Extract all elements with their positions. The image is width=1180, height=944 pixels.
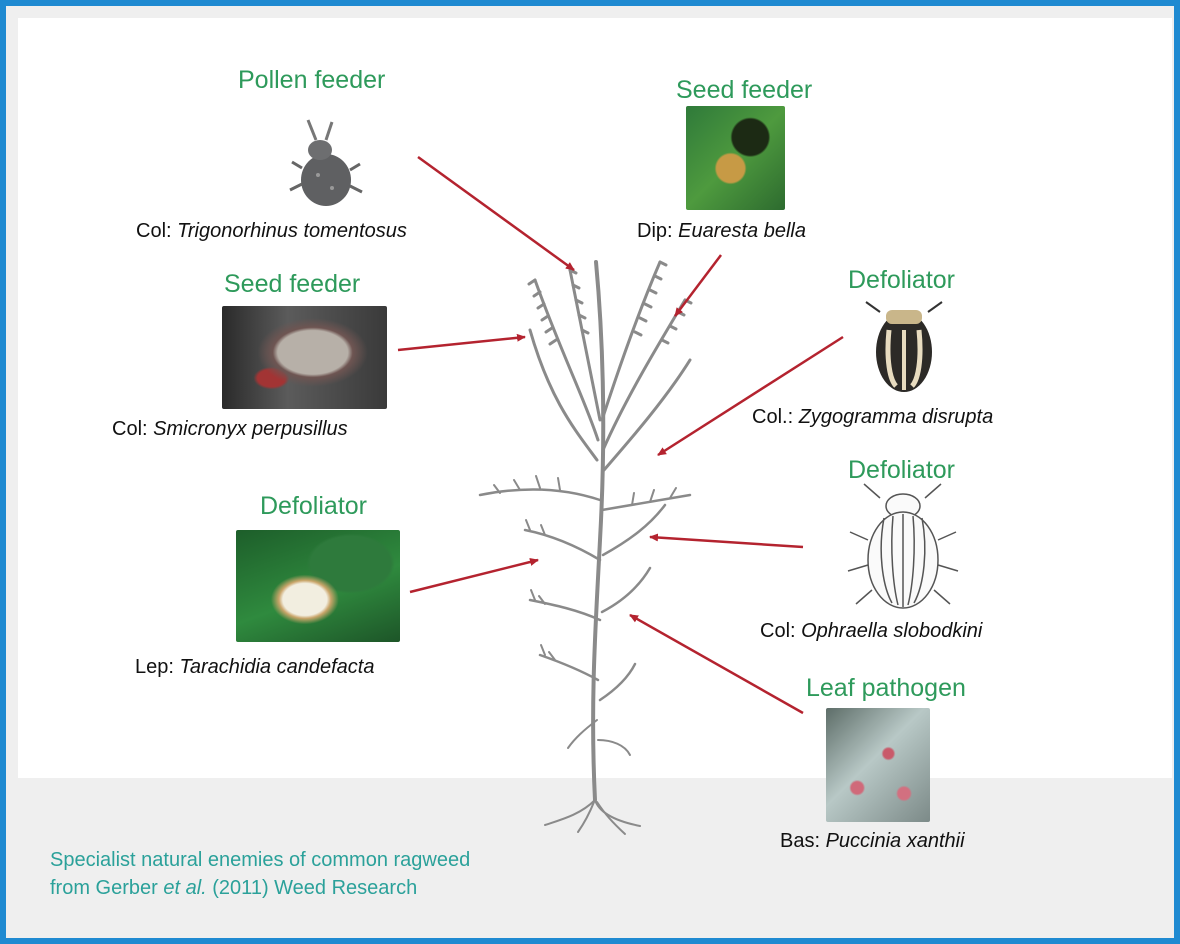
species-ophraella: Col: Ophraella slobodkini xyxy=(760,620,982,643)
figure-caption: Specialist natural enemies of common rag… xyxy=(50,846,470,902)
zygogramma-beetle-illustration xyxy=(866,302,942,392)
arrow-seed-feeder-top xyxy=(675,255,721,316)
label-seed-feeder-left: Seed feeder xyxy=(224,270,360,299)
puccinia-leaf-photo xyxy=(826,708,930,822)
species-euaresta: Dip: Euaresta bella xyxy=(637,220,806,243)
caption-line-2: from Gerber et al. (2011) Weed Research xyxy=(50,874,470,902)
species-tarachidia: Lep: Tarachidia candefacta xyxy=(135,656,374,679)
arrow-pollen-feeder xyxy=(418,157,574,270)
species-trigonorhinus: Col: Trigonorhinus tomentosus xyxy=(136,220,407,243)
arrow-defoliator-right-mid xyxy=(650,537,803,547)
tarachidia-moth-photo xyxy=(236,530,400,642)
caption-line-1: Specialist natural enemies of common rag… xyxy=(50,846,470,874)
label-leaf-pathogen: Leaf pathogen xyxy=(806,674,966,703)
ragweed-plant-illustration xyxy=(480,262,691,834)
species-puccinia: Bas: Puccinia xanthii xyxy=(780,830,965,853)
smicronyx-weevil-photo xyxy=(222,306,387,409)
label-defoliator-right-mid: Defoliator xyxy=(848,456,955,485)
arrow-defoliator-left xyxy=(410,560,538,592)
weevil-illustration xyxy=(290,120,362,206)
label-pollen-feeder: Pollen feeder xyxy=(238,66,385,95)
euaresta-fly-photo xyxy=(686,106,785,210)
arrow-seed-feeder-left xyxy=(398,337,525,350)
species-zygogramma: Col.: Zygogramma disrupta xyxy=(752,406,993,429)
arrow-defoliator-right-top xyxy=(658,337,843,455)
label-defoliator-left: Defoliator xyxy=(260,492,367,521)
ophraella-beetle-drawing xyxy=(848,484,958,608)
label-defoliator-right-top: Defoliator xyxy=(848,266,955,295)
label-seed-feeder-top: Seed feeder xyxy=(676,76,812,105)
species-smicronyx: Col: Smicronyx perpusillus xyxy=(112,418,348,441)
